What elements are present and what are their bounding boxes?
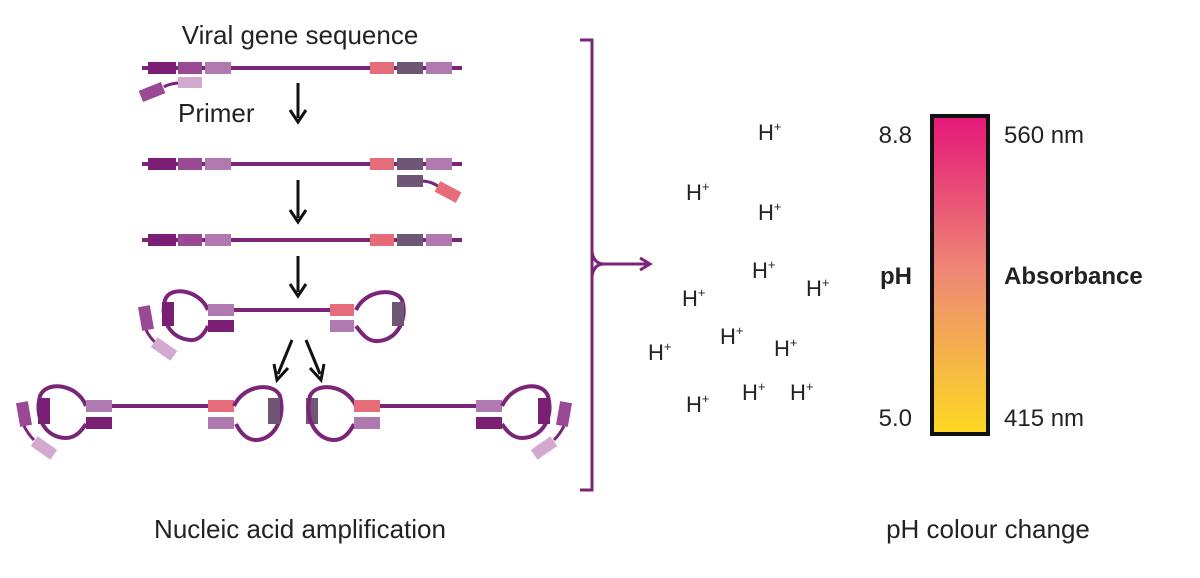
amplified-structure-left (16, 384, 284, 460)
wavelength-low-value: 415 nm (1004, 405, 1084, 432)
arrow-diagonal-left-icon (272, 339, 294, 384)
hydrogen-ion: H+ (682, 285, 705, 311)
ph-low-value: 5.0 (879, 405, 912, 432)
hydrogen-ion: H+ (686, 179, 709, 205)
ph-colour-change-label: pH colour change (886, 514, 1090, 544)
arrow-diagonal-right-icon (304, 339, 326, 384)
hydrogen-ion: H+ (648, 339, 671, 365)
hydrogen-ion: H+ (758, 199, 781, 225)
arrow-down-icon (288, 83, 308, 125)
ph-gradient-bar (930, 114, 990, 436)
primer-shape (138, 77, 202, 103)
arrow-down-icon (288, 180, 308, 225)
viral-gene-sequence-label: Viral gene sequence (182, 20, 419, 50)
hydrogen-ion: H+ (806, 275, 829, 301)
bracket-arrow-icon (580, 38, 653, 492)
ph-axis-label: pH (880, 263, 912, 290)
hydrogen-ion: H+ (758, 119, 781, 145)
hydrogen-ion: H+ (686, 391, 709, 417)
strand-row-2 (142, 158, 462, 203)
hydrogen-ions: H+ H+ H+ H+ H+ H+ H+ H+ H+ H+ H+ H+ (648, 119, 829, 417)
wavelength-high-value: 560 nm (1004, 122, 1084, 149)
amplified-structure-right (306, 384, 572, 460)
hydrogen-ion: H+ (790, 379, 813, 405)
hydrogen-ion: H+ (720, 323, 743, 349)
ph-high-value: 8.8 (879, 122, 912, 149)
arrow-down-icon (288, 256, 308, 299)
hydrogen-ion: H+ (774, 335, 797, 361)
primer-label: Primer (178, 98, 255, 128)
hydrogen-ion: H+ (752, 257, 775, 283)
dumbbell-structure (138, 289, 406, 361)
strand-row-1 (142, 62, 462, 74)
nucleic-acid-amplification-label: Nucleic acid amplification (154, 514, 446, 544)
strand-row-3 (142, 234, 462, 246)
absorbance-axis-label: Absorbance (1004, 263, 1143, 290)
hydrogen-ion: H+ (742, 379, 765, 405)
